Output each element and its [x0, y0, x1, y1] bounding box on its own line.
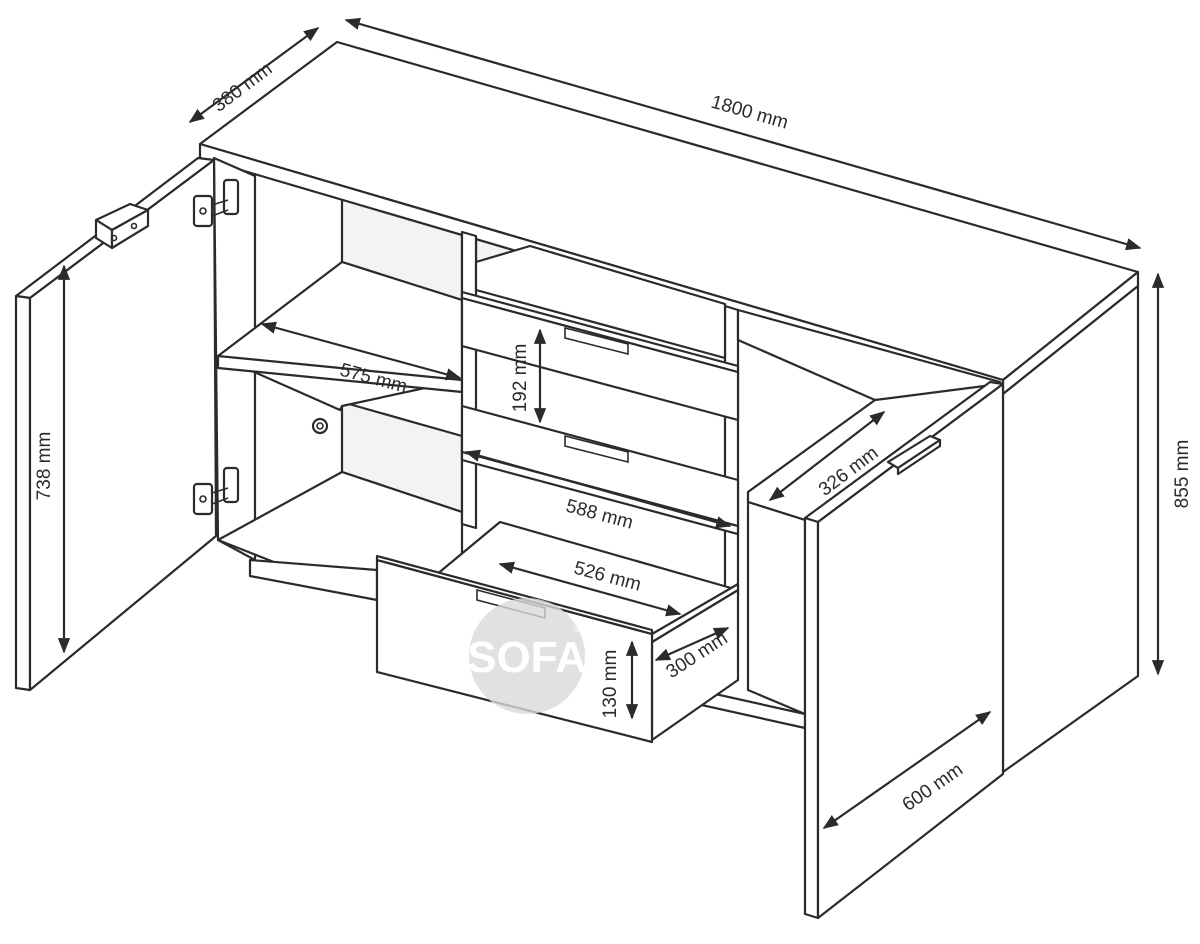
left-door [14, 156, 329, 692]
drawer-1-top [460, 290, 740, 374]
hinge-screw [110, 234, 118, 242]
watermark-text: SOFA [467, 633, 587, 682]
shelf-width-dimension-line [260, 321, 462, 381]
left-door-front-edge [14, 294, 32, 692]
lower-hinge-icon [192, 466, 240, 516]
hinge-screw [130, 222, 138, 230]
center-left-divider [460, 230, 478, 530]
door-height-label: 738 mm [34, 432, 55, 501]
drawer-height-label: 192 mm [510, 344, 531, 413]
door-width-dimension-line [822, 711, 992, 829]
depth-dimension-line [188, 27, 320, 123]
center-right-divider [723, 304, 740, 598]
dimension-lines [57, 17, 1165, 829]
right-lower-compartment [746, 500, 807, 716]
drawer-1-handle [564, 326, 629, 356]
upper-hinge-icon [192, 178, 240, 228]
left-door-hinge-front [110, 208, 150, 250]
total-height-label: 855 mm [1172, 440, 1193, 509]
inner-drawer-width-dimension-line [498, 561, 682, 617]
shelf-pin-icon [311, 417, 329, 435]
drawer-width-dimension-line [464, 449, 732, 529]
width-dimension-line [344, 17, 1142, 251]
right-door-handle-face [896, 438, 942, 476]
left-door-panel [28, 158, 218, 692]
right-shelf-depth-dimension-line [768, 411, 886, 501]
inner-drawer-height-label: 130 mm [600, 650, 621, 719]
right-door-front-edge [803, 516, 820, 920]
watermark-registered: ® [574, 621, 583, 635]
sofa-watermark: SOFA ® [467, 598, 587, 714]
inner-drawer-depth-dimension-line [654, 626, 730, 662]
